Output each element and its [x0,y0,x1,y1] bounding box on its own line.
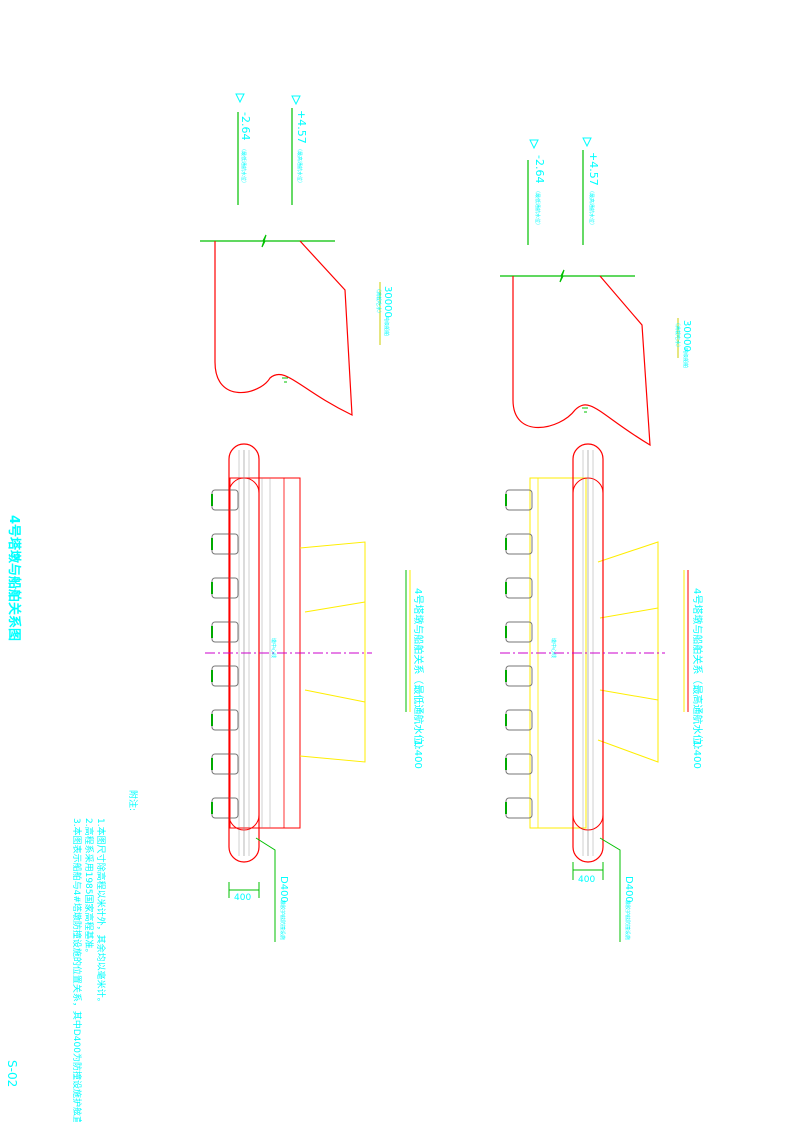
ship-note-text: 吨级船舶 [682,348,689,368]
ship-note-text: 吨级船舶 [383,316,390,336]
view-right: +4.57 （最高通航水位） -2.64 （最低通航水位） 30000 吨级船舶… [500,137,704,942]
center-axis-right: 墩中心线 [500,638,665,658]
level-low-note: （最低通航水位） [534,188,541,228]
scale-text: 1:400 [412,740,423,769]
level-high-text: +4.57 [587,152,600,186]
piles-right [505,489,533,819]
drawing-title: 4号塔墩与船舶关系图 [6,515,22,641]
pile [211,753,239,775]
pile [211,665,239,687]
sheet-number: S-02 [5,1060,19,1087]
subtitle-left: 4号塔墩与船舶关系（最低通航水位） 1:400 [405,570,425,769]
note-item-3: 3.本图表示船舶与4#塔墩防撞设施的位置关系，其中D400为防撞设施护舷直径。 [71,818,83,1122]
width-dim-text: 400 [578,875,595,885]
piles-left [211,489,239,819]
width-dim-text: 400 [234,893,251,903]
ship-hull-left [200,234,353,416]
notes-heading: 附注: [127,790,139,811]
axis-mark-text: 墩中心线 [270,638,277,658]
level-low-text: -2.64 [533,155,546,183]
pile [211,577,239,599]
fender-label-text: D400 [278,876,289,903]
pile [211,533,239,555]
level-high-text: +4.57 [295,110,308,144]
level-low-note: （最低通航水位） [240,146,247,186]
pile [505,533,533,555]
level-high-note: （最高通航水位） [588,188,595,228]
level-high-note: （最高通航水位） [296,146,303,186]
ship-dim-text: 30000 [681,320,692,352]
note-item-2: 2.高程系采用1985国家高程基准。 [83,818,95,958]
level-marker-low-left: -2.64 （最低通航水位） [235,93,252,205]
fender-dimension-right: 400 D400 橡胶护舷防撞设施 [572,837,634,942]
level-marker-low-right: -2.64 （最低通航水位） [527,139,546,245]
fender-dimension-left: 400 D400 橡胶护舷防撞设施 [228,837,289,942]
pile [211,709,239,731]
pile [505,577,533,599]
fender-note-text: 橡胶护舷防撞设施 [279,900,286,940]
level-marker-high-left: +4.57 （最高通航水位） [291,95,308,205]
pile [211,489,239,511]
pile [211,621,239,643]
view-left: +4.57 （最高通航水位） -2.64 （最低通航水位） 30000 吨级船舶… [200,93,425,942]
pile [505,621,533,643]
ship-dimension-right: 30000 吨级船舶 （满载吃水） [674,318,692,368]
ship-note2-text: （满载吃水） [674,320,681,350]
fender-note-text: 橡胶护舷防撞设施 [624,900,631,940]
pile [505,797,533,819]
subtitle-right: 4号塔墩与船舶关系（最高通航水位） 1:400 [683,570,704,769]
level-marker-high-right: +4.57 （最高通航水位） [582,137,600,245]
pile [505,665,533,687]
notes-block: 附注: 1.本图尺寸除高程以米计外，其余均以毫米计。 2.高程系采用1985国家… [71,790,139,1122]
note-item-1: 1.本图尺寸除高程以米计外，其余均以毫米计。 [95,818,107,1007]
ship-dimension-left: 30000 吨级船舶 （满载吃水） [375,282,393,345]
level-low-text: -2.64 [239,112,252,140]
axis-mark-text: 墩中心线 [550,638,557,658]
pile [505,709,533,731]
scale-text: 1:400 [691,740,702,769]
pile [505,489,533,511]
subtitle-text: 4号塔墩与船舶关系（最低通航水位） [412,588,425,754]
subtitle-text: 4号塔墩与船舶关系（最高通航水位） [691,588,704,754]
pile [211,797,239,819]
ship-dim-text: 30000 [382,286,393,318]
ship-note2-text: （满载吃水） [375,286,382,316]
fender-label-text: D400 [623,876,634,903]
center-axis-left: 墩中心线 [205,638,372,658]
pile [505,753,533,775]
ship-hull-right [500,269,651,447]
